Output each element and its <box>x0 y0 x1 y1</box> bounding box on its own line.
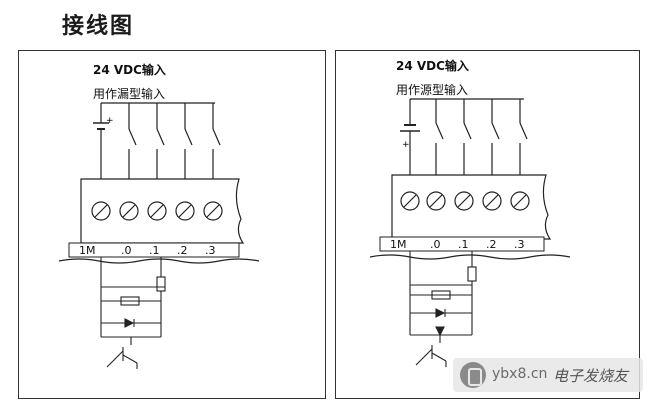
panel-title: 24 VDC输入 <box>93 63 166 77</box>
terminal-label: .1 <box>149 244 160 257</box>
terminal-label: 1M <box>79 244 96 257</box>
page-heading: 接线图 <box>62 14 135 39</box>
terminal-label: .3 <box>514 238 525 251</box>
watermark-brand: 电子发烧友 <box>553 367 629 385</box>
switch-group <box>435 99 528 175</box>
terminal-label: .1 <box>458 238 469 251</box>
terminal-label: .0 <box>121 244 132 257</box>
source-input-diagram: 24 VDC输入 用作源型输入 + <box>335 50 640 399</box>
svg-text:+: + <box>402 140 410 150</box>
terminal-label: .3 <box>205 244 216 257</box>
source-wiring-drawing: + <box>369 98 571 367</box>
watermark-url: ybx8.cn <box>492 366 548 382</box>
terminal-screws <box>400 191 530 211</box>
terminal-label: .2 <box>177 244 188 257</box>
sink-input-diagram: 24 VDC输入 用作漏型输入 + <box>18 50 326 399</box>
panel-subtitle: 用作源型输入 <box>396 83 469 97</box>
sink-wiring-drawing: + <box>58 102 260 369</box>
terminal-label: .0 <box>430 238 441 251</box>
svg-text:+: + <box>106 116 114 126</box>
panel-title: 24 VDC输入 <box>396 59 469 73</box>
input-circuit <box>100 257 166 369</box>
terminal-label: 1M <box>390 238 407 251</box>
terminal-screws <box>91 201 223 221</box>
panel-subtitle: 用作漏型输入 <box>93 87 166 101</box>
terminal-label: .2 <box>486 238 497 251</box>
watermark-logo-icon <box>460 362 486 388</box>
input-circuit <box>409 251 477 367</box>
switch-group <box>128 103 221 179</box>
